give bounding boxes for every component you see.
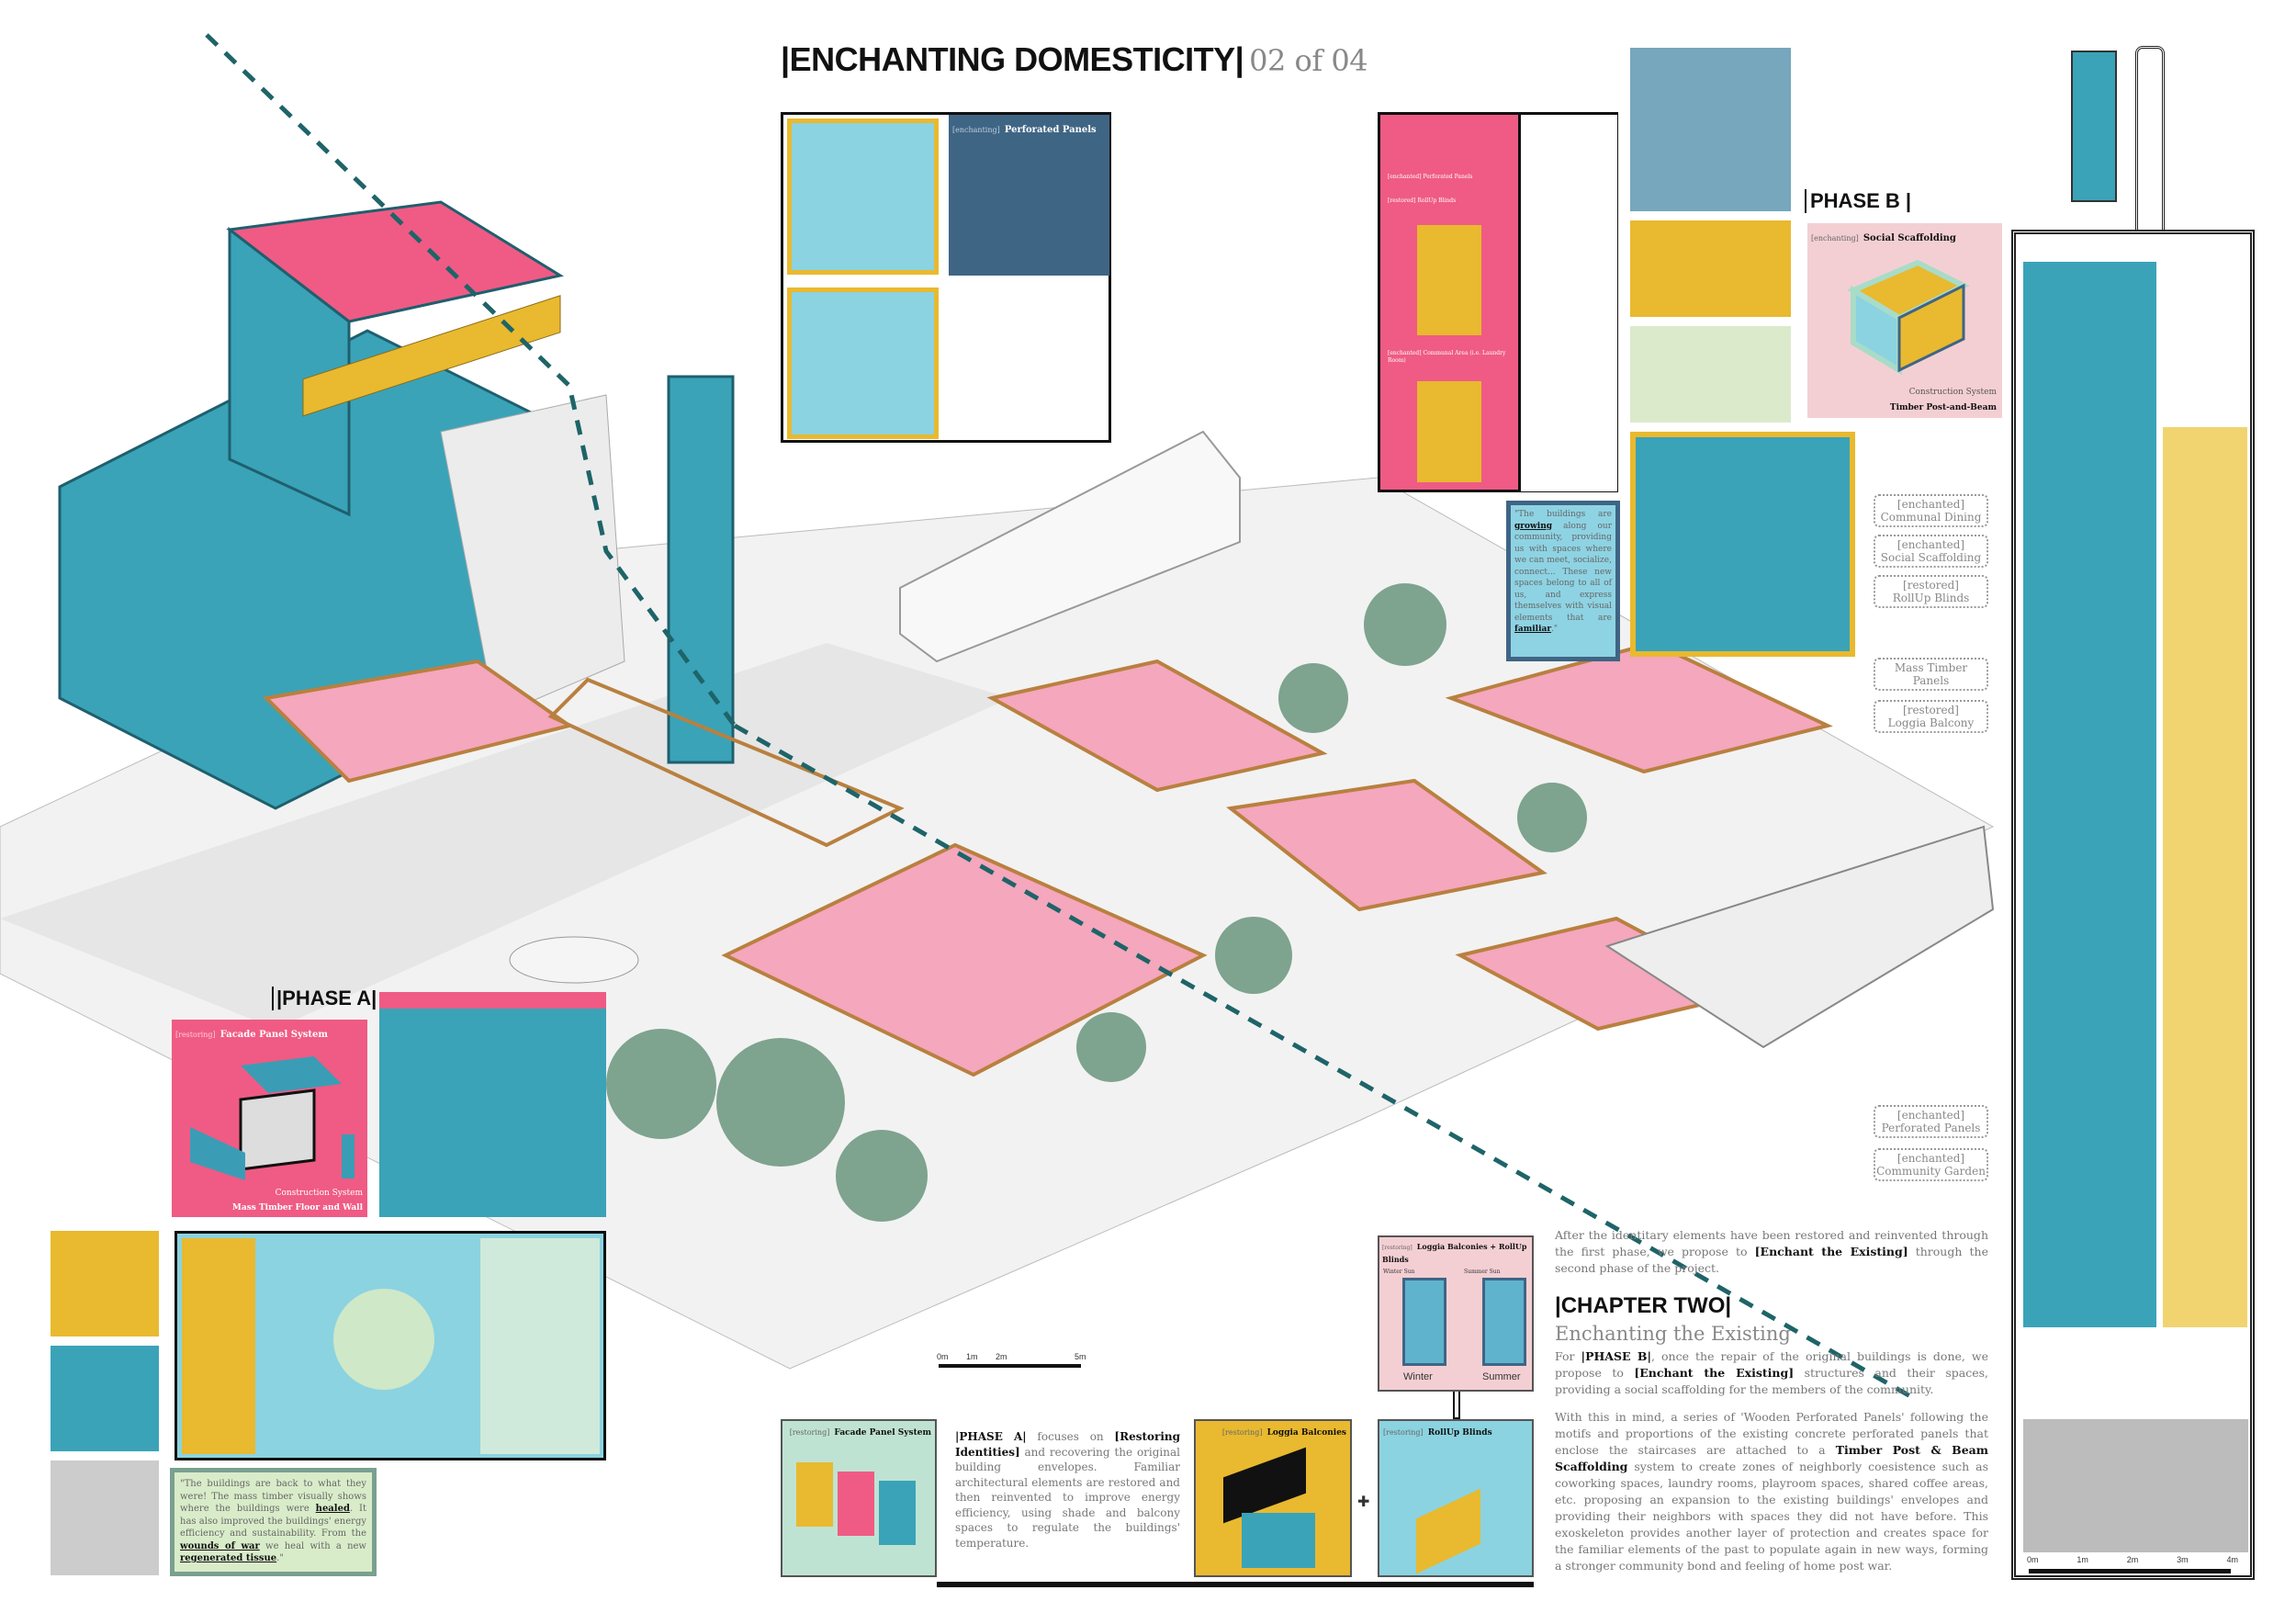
walkway	[547, 677, 905, 848]
balcony-rail	[302, 295, 561, 417]
detail-image	[51, 1231, 159, 1336]
building-left-upper	[228, 226, 351, 517]
system-label: Construction System	[1908, 388, 1997, 397]
tree	[1364, 583, 1446, 666]
system-label: Construction System	[275, 1189, 363, 1198]
dashed-path-line	[205, 33, 737, 727]
page-number: 02 of 04	[1249, 43, 1368, 78]
arrow-up-icon	[1453, 1392, 1460, 1419]
section-label: [restored]Loggia Balcony	[1874, 700, 1988, 733]
card-title: Facade Panel System	[219, 1030, 328, 1040]
pergola-right-3	[1445, 640, 1833, 774]
tree	[1278, 663, 1348, 733]
dashed-path-line	[733, 723, 1912, 1399]
photo-restored-facade	[379, 992, 606, 1217]
chapter-paragraph: For |PHASE B|, once the repair of the or…	[1555, 1349, 1988, 1396]
phase-a-description: |PHASE A| focuses on [Restoring Identiti…	[955, 1430, 1181, 1550]
rollup-blinds-card: [restoring] RollUp Blinds	[1378, 1419, 1534, 1577]
perforated-panel-card: [enchanting] Perforated Panels	[949, 115, 1109, 276]
perforated-panels-diagram: [enchanting] Perforated Panels	[781, 112, 1111, 443]
facade-panel-system-card: [restoring] Facade Panel System	[781, 1419, 937, 1577]
bottom-rule	[937, 1582, 1534, 1587]
phase-b-comic-panel: [enchanted] Perforated Panels [restored]…	[1378, 112, 1618, 492]
loggia-balconies-card: [restoring] Loggia Balconies	[1194, 1419, 1352, 1577]
tree	[836, 1130, 928, 1222]
photo-plants	[1630, 326, 1791, 423]
pergola-center	[721, 842, 1208, 1077]
tree	[716, 1038, 845, 1167]
detail-image	[51, 1346, 159, 1451]
social-scaffolding-card: [enchanting] Social Scaffolding Construc…	[1807, 223, 2002, 418]
plan-lower	[787, 288, 939, 439]
phase-a-heading: |PHASE A|	[272, 987, 377, 1010]
phase-b-quote: "The buildings are growing along our com…	[1506, 501, 1620, 661]
section-label: [restored]RollUp Blinds	[1874, 575, 1988, 608]
pergola-right-2	[1226, 778, 1548, 912]
chapter-subheading: Enchanting the Existing	[1555, 1323, 1791, 1345]
phase-b-heading: PHASE B |	[1805, 189, 1911, 213]
photo-balconies	[1630, 432, 1855, 657]
bus	[899, 430, 1241, 663]
section-foundation	[2023, 1419, 2248, 1552]
photo-conversation	[1630, 48, 1791, 211]
system-name: Mass Timber Floor and Wall	[231, 1203, 363, 1212]
chapter-two-block: After the identitary elements have been …	[1555, 1227, 1988, 1574]
page-title: |ENCHANTING DOMESTICITY|02 of 04	[781, 40, 1368, 79]
facade-panel-axonometric	[190, 1056, 355, 1180]
tree	[1076, 1012, 1146, 1082]
section-label: [enchanted]Community Garden	[1874, 1148, 1988, 1181]
car	[509, 936, 639, 984]
system-name: Timber Post-and-Beam	[1889, 403, 1997, 412]
tree	[606, 1029, 716, 1139]
comic-label: [restored] RollUp Blinds	[1388, 197, 1457, 204]
tree	[1517, 783, 1587, 852]
apartment-plan	[174, 1231, 606, 1460]
phase-a-quote: "The buildings are back to what they wer…	[170, 1468, 377, 1576]
section-flats-left	[2023, 262, 2156, 1327]
card-tag: [restoring]	[175, 1031, 216, 1039]
photo-laundry	[1630, 220, 1791, 317]
trees	[606, 583, 1587, 1222]
card-title: Social Scaffolding	[1863, 233, 1956, 243]
scaffolding-axonometric	[1847, 259, 1970, 376]
pergola-right-1	[986, 659, 1328, 793]
section-label: [enchanted]Social Scaffolding	[1874, 535, 1988, 568]
section-scaffolding-right	[2163, 427, 2247, 1327]
facade-panel-card: [restoring] Facade Panel System Construc…	[172, 1020, 367, 1217]
existing-building-right	[1604, 825, 1995, 1049]
title-text: |ENCHANTING DOMESTICITY|	[781, 40, 1244, 78]
chapter-intro: After the identitary elements have been …	[1555, 1228, 1988, 1275]
scale-bar-line	[2029, 1569, 2231, 1573]
comic-strip	[1518, 115, 1617, 491]
card-title: Perforated Panels	[1004, 125, 1097, 135]
card-tag: [enchanting]	[1811, 234, 1859, 242]
chapter-heading: |CHAPTER TWO|	[1555, 1293, 1732, 1318]
section-callout-line	[2135, 46, 2165, 257]
comic-balconies	[1417, 225, 1481, 335]
plus-icon: ✚	[1357, 1493, 1370, 1510]
comic-balconies	[1417, 381, 1481, 482]
section-label: [enchanted]Communal Dining	[1874, 494, 1988, 527]
loggia-rollup-card: [restoring] Loggia Balconies + RollUp Bl…	[1378, 1235, 1534, 1392]
comic-label: [enchanted] Communal Area (i.e. Laundry …	[1388, 350, 1506, 364]
plan-upper	[787, 118, 939, 275]
comic-label: [enchanted] Perforated Panels	[1388, 174, 1473, 180]
scaffold-tower	[667, 375, 735, 764]
card-tag: [enchanting]	[952, 126, 1000, 134]
building-grey	[440, 394, 625, 717]
tree	[1215, 917, 1292, 994]
detail-image	[51, 1460, 159, 1575]
section-roof-elevation	[2016, 46, 2165, 257]
section-label: [enchanted]Perforated Panels	[1874, 1105, 1988, 1138]
chapter-paragraph: With this in mind, a series of 'Wooden P…	[1555, 1410, 1989, 1573]
